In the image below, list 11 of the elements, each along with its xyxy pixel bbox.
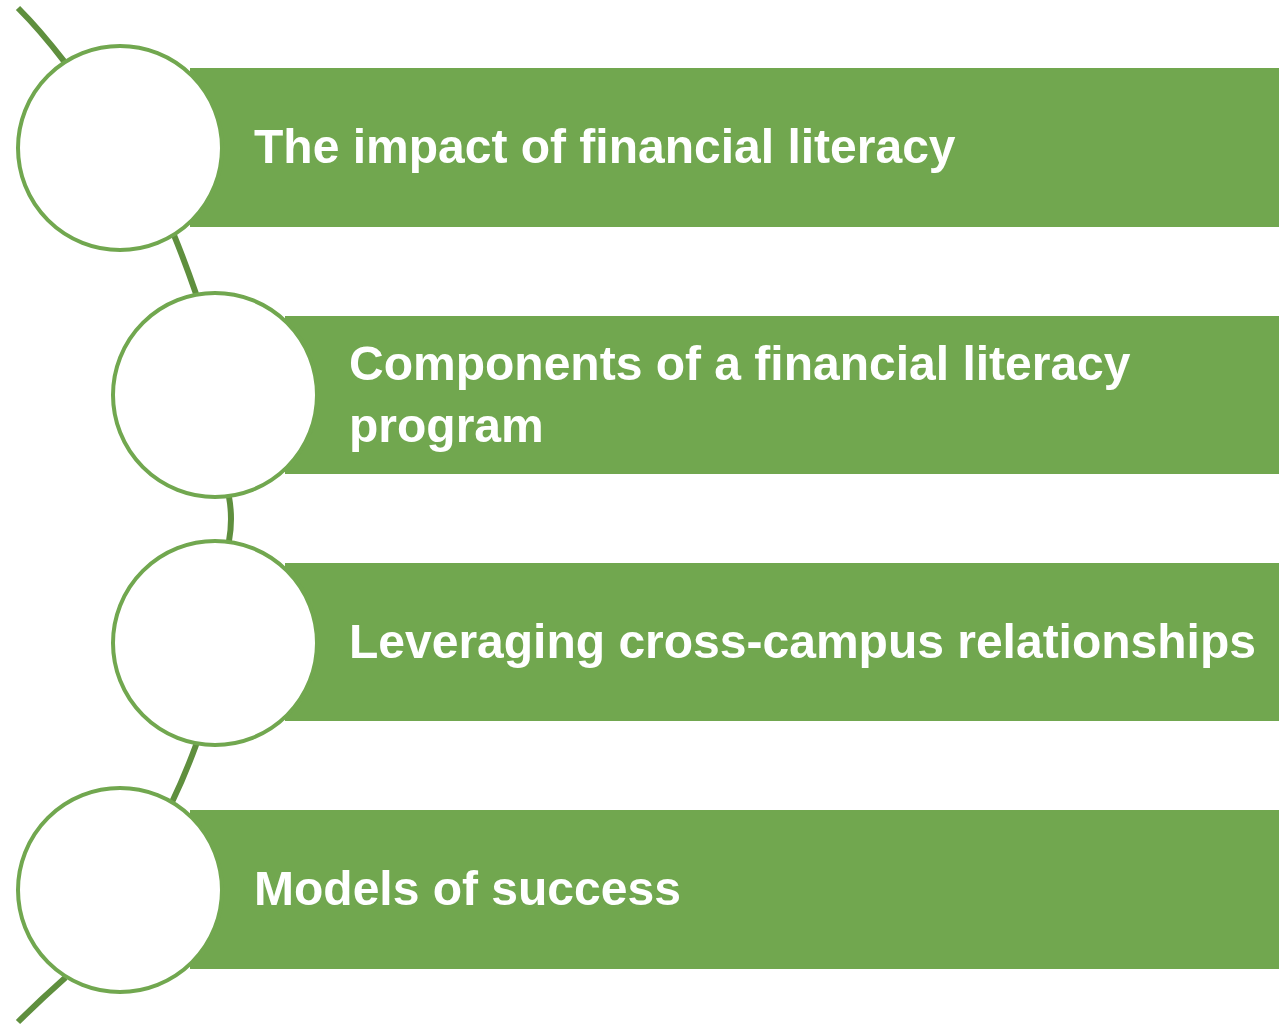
- topic-bar: [190, 68, 1279, 227]
- arc-connector: [226, 496, 234, 542]
- topic-text: Leveraging cross-campus relationships: [349, 613, 1256, 670]
- topic-bar: [285, 316, 1279, 474]
- topic-bar: [190, 810, 1279, 969]
- topic-text: The impact of financial literacy: [254, 119, 956, 176]
- topic-bar: [285, 563, 1279, 721]
- arc-connector: [169, 743, 200, 803]
- arc-connector: [171, 234, 199, 295]
- topic-text: Models of success: [254, 861, 681, 918]
- topic-text: Components of a financial literacy program: [349, 335, 1132, 454]
